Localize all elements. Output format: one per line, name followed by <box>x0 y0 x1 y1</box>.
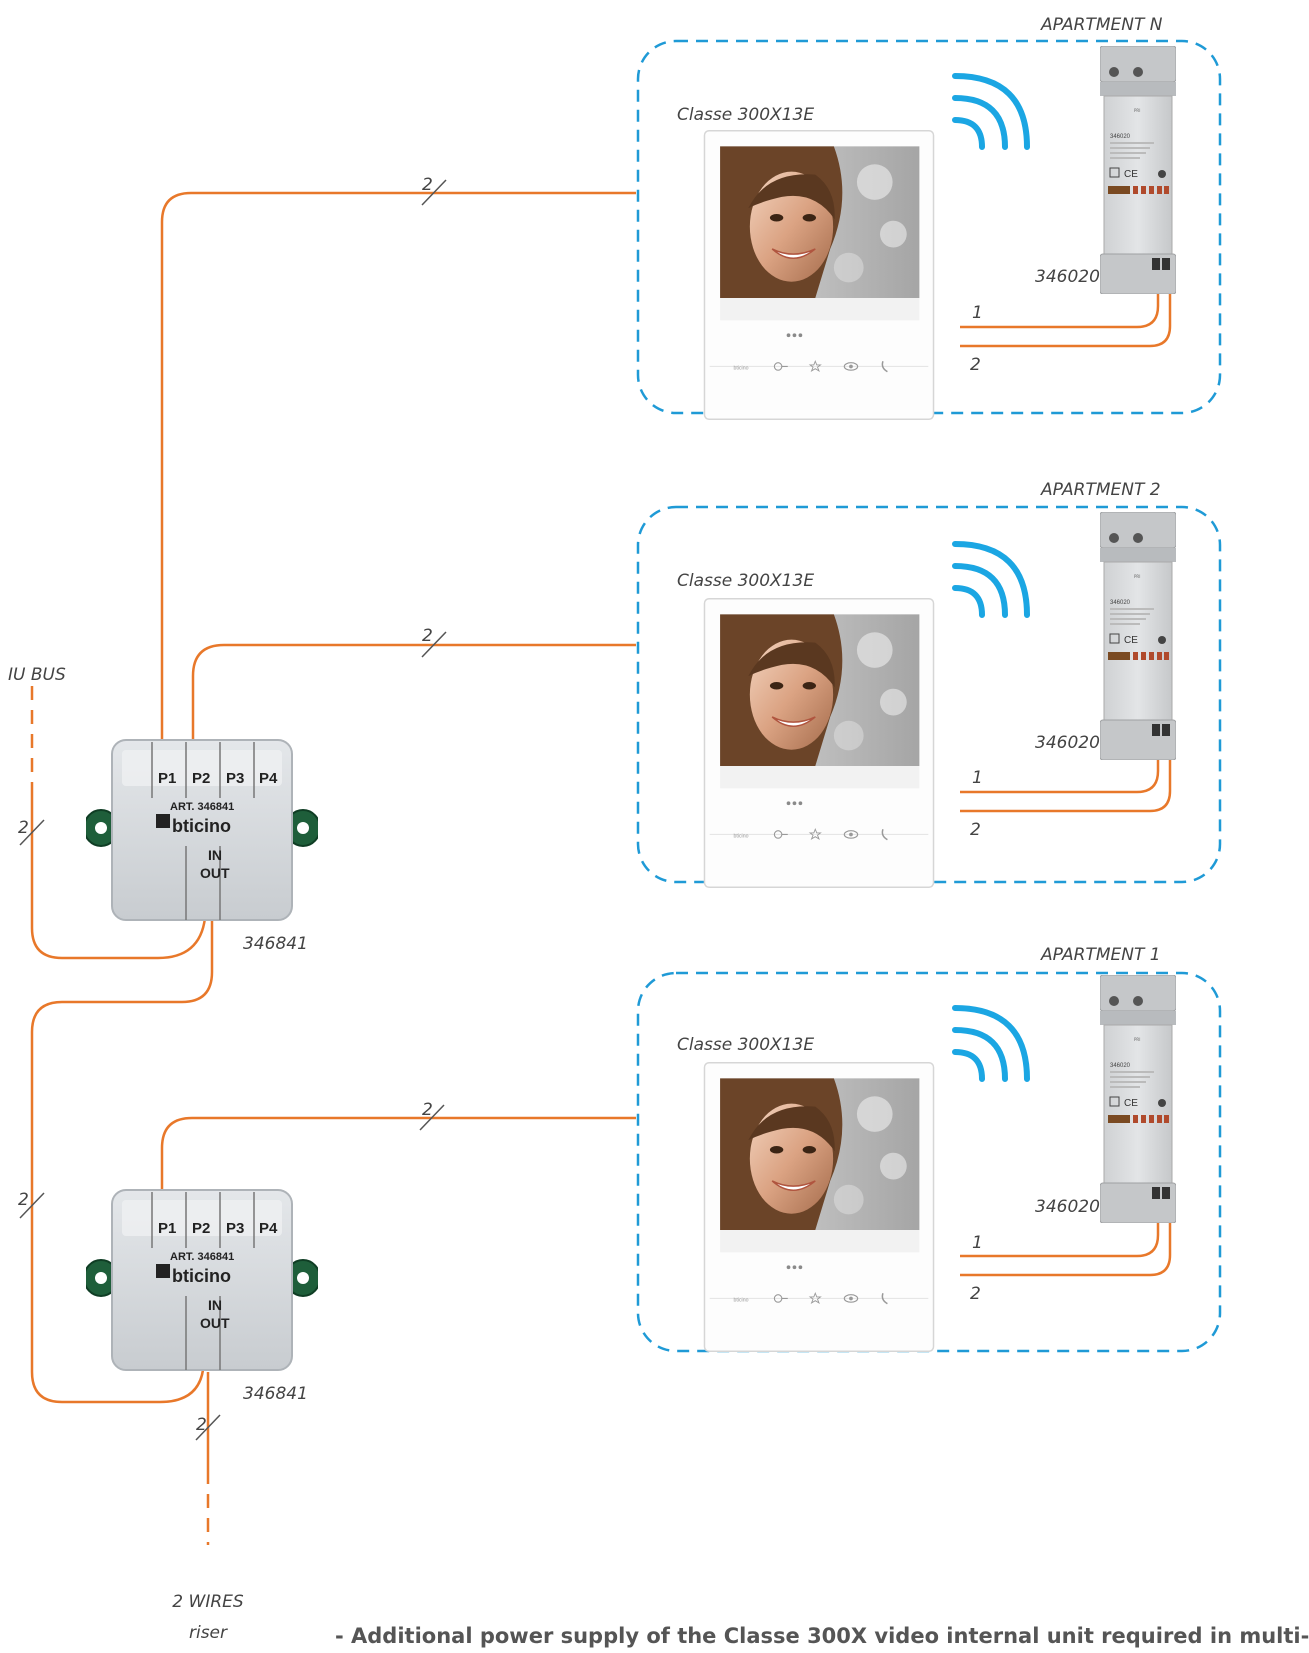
distributor-bottom-label: 346841 <box>243 1384 308 1404</box>
link-wire <box>30 918 214 1404</box>
art-label: ART. 346841 <box>170 801 234 813</box>
wifi-icon-apartment-n <box>952 73 1030 150</box>
brand-logo: bticino <box>172 1266 231 1286</box>
psu-wire-2-2 <box>960 724 1172 813</box>
iu-bus-wire-count: 2 <box>18 818 29 838</box>
psu-label-n: 346020 <box>1035 267 1100 287</box>
psu-wire-label-1: 1 <box>972 768 983 788</box>
monitor-apartment-2 <box>703 598 935 888</box>
psu-wire-label-1: 1 <box>972 303 983 323</box>
wire-count-ticks <box>19 179 447 1441</box>
monitor-apartment-1 <box>703 1062 935 1352</box>
psu-apartment-2 <box>1100 512 1176 760</box>
monitor-apartment-n <box>703 130 935 420</box>
monitor-label-2: Classe 300X13E <box>677 571 814 591</box>
psu-label-1: 346020 <box>1035 1197 1100 1217</box>
out-label: OUT <box>200 865 230 881</box>
distributor-bottom: P1 P2 P3 P4 ART. 346841 bticino IN OUT <box>86 1189 318 1371</box>
bus-wire-apartment-2 <box>191 643 636 740</box>
psu-apartment-1 <box>1100 975 1176 1223</box>
dashed-continuations <box>30 686 210 1545</box>
port-p1-label: P1 <box>158 770 176 787</box>
monitor-label-1: Classe 300X13E <box>677 1035 814 1055</box>
port-p4-label: P4 <box>259 1220 278 1237</box>
out-label: OUT <box>200 1315 230 1331</box>
monitor-label-n: Classe 300X13E <box>677 105 814 125</box>
psu-wire-1-2 <box>960 1188 1172 1277</box>
brand-logo: bticino <box>172 816 231 836</box>
wifi-icon-apartment-1 <box>952 1005 1030 1082</box>
art-label: ART. 346841 <box>170 1251 234 1263</box>
port-p2-label: P2 <box>192 1220 210 1237</box>
apartment-n-title: APARTMENT N <box>1040 15 1163 35</box>
port-p4-label: P4 <box>259 770 278 787</box>
psu-wire-label-1: 1 <box>972 1233 983 1253</box>
port-p1-label: P1 <box>158 1220 176 1237</box>
apartment-1-title: APARTMENT 1 <box>1040 945 1161 965</box>
psu-wire-label-2: 2 <box>970 355 981 375</box>
wifi-icon-apartment-2 <box>952 541 1030 618</box>
riser-wire-count: 2 <box>196 1415 207 1435</box>
psu-wire-1-1 <box>960 1188 1160 1258</box>
iu-bus-label: IU BUS <box>8 665 66 685</box>
port-p2-label: P2 <box>192 770 210 787</box>
riser-sublabel: riser <box>189 1623 228 1643</box>
psu-wire-n-2 <box>960 258 1172 348</box>
wire-count-label: 2 <box>422 1100 433 1120</box>
distributor-top: P1 P2 P3 P4 ART. 346841 bticino IN OUT <box>86 739 318 921</box>
psu-apartment-n <box>1100 46 1176 294</box>
in-label: IN <box>208 847 222 863</box>
psu-wire-2-1 <box>960 724 1160 794</box>
psu-label-2: 346020 <box>1035 733 1100 753</box>
psu-wire-label-2: 2 <box>970 1284 981 1304</box>
apartment-2-title: APARTMENT 2 <box>1040 480 1161 500</box>
iu-bus-wire <box>30 785 207 960</box>
link-wire-count: 2 <box>18 1190 29 1210</box>
psu-wire-label-2: 2 <box>970 820 981 840</box>
footnote: - Additional power supply of the Classe … <box>335 1624 1309 1648</box>
port-p3-label: P3 <box>226 770 244 787</box>
distributor-top-label: 346841 <box>243 934 308 954</box>
in-label: IN <box>208 1297 222 1313</box>
port-p3-label: P3 <box>226 1220 244 1237</box>
bus-wire-apartment-n <box>160 191 636 740</box>
wiring <box>30 191 636 1470</box>
riser-label: 2 WIRES <box>172 1592 244 1612</box>
wire-count-label: 2 <box>422 175 433 195</box>
psu-wires <box>960 258 1172 1277</box>
bus-wire-apartment-1 <box>160 1116 636 1192</box>
wire-count-label: 2 <box>422 626 433 646</box>
psu-wire-n-1 <box>960 258 1160 329</box>
